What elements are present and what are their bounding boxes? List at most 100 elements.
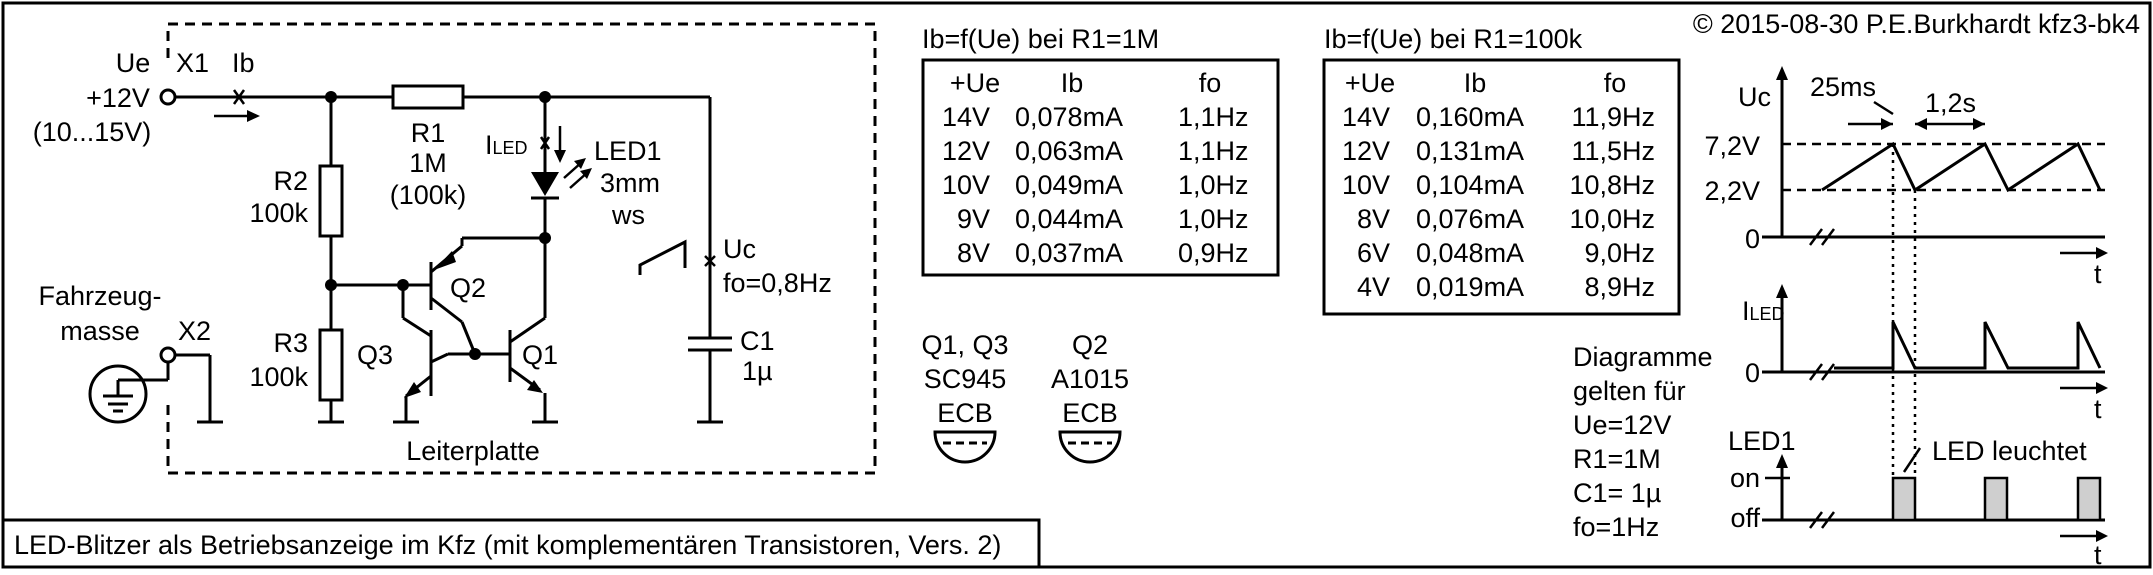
table1-header: +Ue: [950, 68, 1000, 98]
r1-name: R1: [411, 118, 446, 148]
table2-cell: 10V: [1342, 170, 1390, 200]
sawtooth-symbol: [638, 239, 687, 275]
caption: LED-Blitzer als Betriebsanzeige im Kfz (…: [14, 530, 1001, 560]
table1-cell: 0,078mA: [1015, 102, 1123, 132]
led-on-pulse: [1891, 476, 1917, 522]
uc-label: Uc: [723, 234, 756, 264]
table2-cell: 10,8Hz: [1569, 170, 1655, 200]
t12-label: 1,2s: [1925, 88, 1976, 118]
pinout-types: Q1, Q3: [921, 330, 1008, 360]
table2-cell: 0,160mA: [1416, 102, 1524, 132]
table1-cell: 0,063mA: [1015, 136, 1123, 166]
led1-diode: [531, 172, 559, 196]
table2-cell: 11,9Hz: [1571, 102, 1655, 132]
led-t-label: t: [2094, 540, 2102, 570]
r2-resistor: [318, 164, 344, 238]
fahrzeug-label-2: masse: [60, 316, 140, 346]
table2: +Ue Ib fo 14V 0,160mA 11,9Hz 12V 0,131mA…: [1342, 68, 1655, 302]
condition-line: Ue=12V: [1573, 410, 1671, 440]
led-on-label: on: [1730, 463, 1760, 493]
r3-name: R3: [273, 328, 308, 358]
table1-cell: 1,0Hz: [1178, 170, 1249, 200]
table1-box: [921, 58, 1280, 277]
x1-label: X1: [176, 48, 209, 78]
ue-label: Ue: [116, 48, 151, 78]
r3-value: 100k: [249, 362, 308, 392]
led-on-pulse: [2076, 476, 2102, 522]
to92-outline: [1058, 430, 1122, 464]
table2-cell: 4V: [1357, 272, 1390, 302]
led1-axis-label: LED1: [1728, 426, 1796, 456]
pinout-part: SC945: [924, 364, 1007, 394]
c1-name: C1: [740, 326, 775, 356]
table2-cell: 0,104mA: [1416, 170, 1524, 200]
r1-alt: (100k): [390, 180, 467, 210]
uc-axis-label: Uc: [1738, 82, 1771, 112]
led1-size: 3mm: [600, 168, 660, 198]
table2-header: +Ue: [1345, 68, 1395, 98]
led1-name: LED1: [594, 136, 662, 166]
table1-cell: 0,037mA: [1015, 238, 1123, 268]
condition-line: R1=1M: [1573, 444, 1661, 474]
table2-cell: 9,0Hz: [1584, 238, 1655, 268]
table2-cell: 6V: [1357, 238, 1390, 268]
uc-timing-diagram: Uc 0 7,2V 2,2V 25ms 1,2s t: [1704, 66, 2108, 289]
table1-cell: 8V: [957, 238, 990, 268]
iled-pulses: [1834, 321, 2102, 370]
led1-color: ws: [611, 200, 645, 230]
q3-label: Q3: [357, 340, 393, 370]
r2-name: R2: [273, 166, 308, 196]
x2-label: X2: [178, 316, 211, 346]
table1-cell: 9V: [957, 204, 990, 234]
uc-zero: 0: [1745, 224, 1760, 254]
table1-cell: 14V: [942, 102, 990, 132]
r1-resistor: [391, 84, 465, 110]
fo-label: fo=0,8Hz: [723, 268, 832, 298]
table1: +Ue Ib fo 14V 0,078mA 1,1Hz 12V 0,063mA …: [942, 68, 1249, 268]
table1-cell: 1,0Hz: [1178, 204, 1249, 234]
condition-line: C1= 1µ: [1573, 478, 1661, 508]
table1-cell: 12V: [942, 136, 990, 166]
iled-t-label: t: [2094, 394, 2102, 424]
board-label: Leiterplatte: [406, 436, 540, 466]
table2-cell: 0,076mA: [1416, 204, 1524, 234]
r2-value: 100k: [249, 198, 308, 228]
c1-value: 1µ: [742, 356, 773, 386]
table2-cell: 8V: [1357, 204, 1390, 234]
pinout-q1-q3: Q1, Q3 SC945 ECB: [921, 330, 1009, 464]
pinout-q2: Q2 A1015 ECB: [1051, 330, 1129, 464]
ue-voltage: +12V: [86, 83, 150, 113]
q1-label: Q1: [522, 340, 558, 370]
caption-box: [1, 518, 1041, 569]
table1-header: Ib: [1061, 68, 1084, 98]
table2-cell: 10,0Hz: [1569, 204, 1655, 234]
table1-cell: 0,049mA: [1015, 170, 1123, 200]
to92-outline: [933, 430, 997, 464]
ib-label: Ib: [232, 48, 255, 78]
copyright: © 2015-08-30 P.E.Burkhardt kfz3-bk4: [1693, 9, 2140, 39]
pinout-part: A1015: [1051, 364, 1129, 394]
uc-t-label: t: [2094, 259, 2102, 289]
table2-cell: 14V: [1342, 102, 1390, 132]
uc-high-level: 7,2V: [1704, 131, 1760, 161]
led1-timing-diagram: LED1 on off LED leuchtet t: [1728, 426, 2108, 570]
uc-sawtooth: [1821, 141, 2102, 193]
t25-label: 25ms: [1810, 72, 1876, 102]
r3-resistor: [318, 328, 344, 402]
table1-cell: 0,044mA: [1015, 204, 1123, 234]
condition-line: fo=1Hz: [1573, 512, 1659, 542]
condition-line: Diagramme: [1573, 342, 1713, 372]
led-on-pulse: [1983, 476, 2009, 522]
fahrzeug-label-1: Fahrzeug-: [38, 281, 161, 311]
table1-title: Ib=f(Ue) bei R1=1M: [922, 24, 1159, 54]
ue-range: (10...15V): [33, 117, 152, 147]
table2-cell: 0,019mA: [1416, 272, 1524, 302]
x1-terminal: [159, 88, 177, 106]
table1-cell: 0,9Hz: [1178, 238, 1249, 268]
chassis-ground-icon: [88, 364, 148, 424]
table2-cell: 0,131mA: [1416, 136, 1524, 166]
table2-header: fo: [1604, 68, 1627, 98]
iled-axis-label: ILED: [1742, 296, 1785, 326]
